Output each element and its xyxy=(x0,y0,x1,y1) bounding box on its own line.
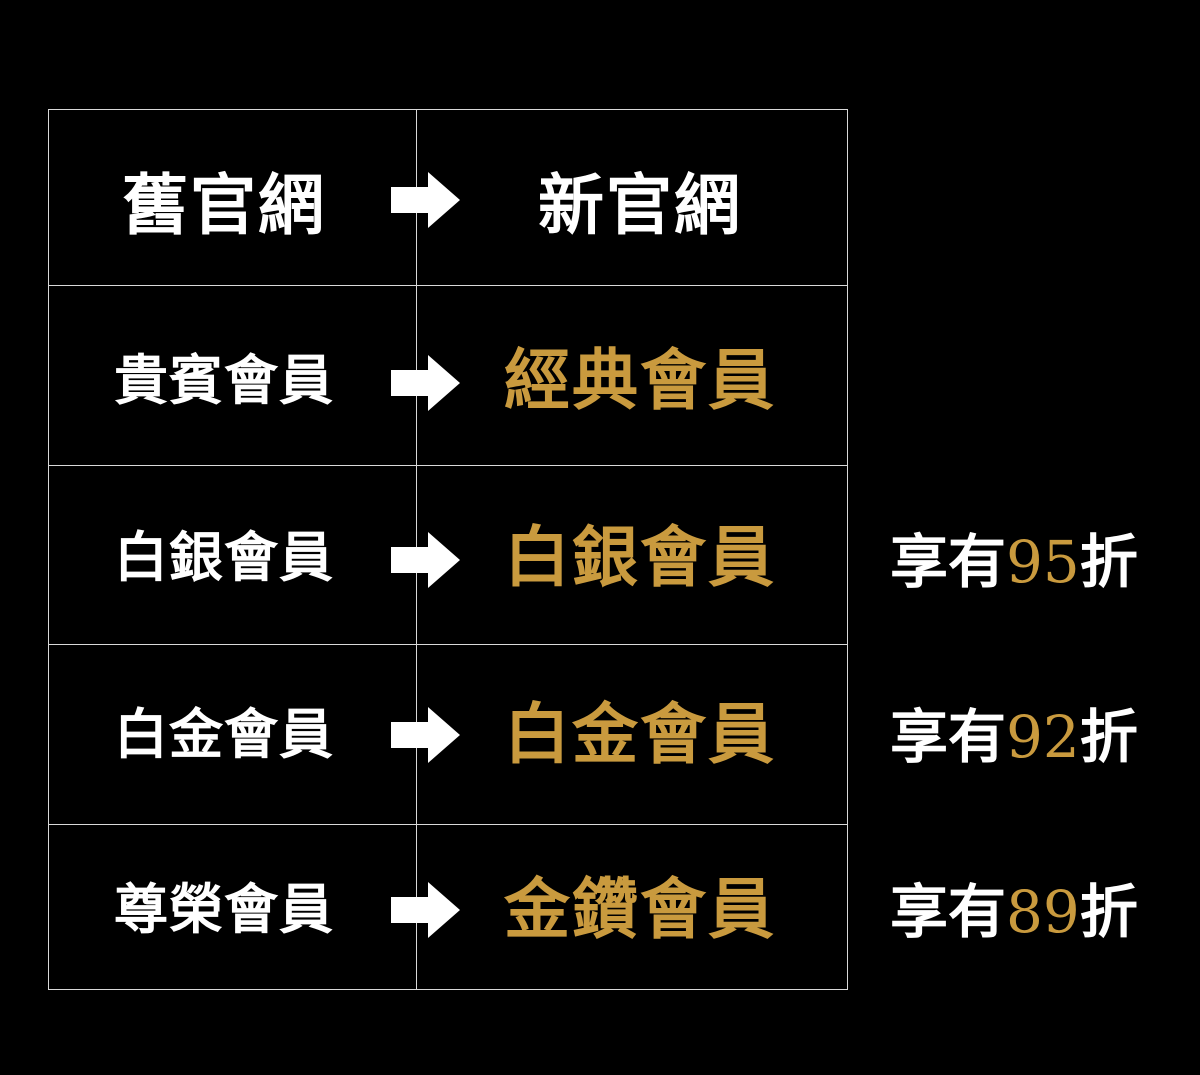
right-arrow-icon xyxy=(391,532,460,588)
right-arrow-icon xyxy=(391,707,460,763)
old-tier-vip: 貴賓會員 xyxy=(114,348,334,412)
row-divider xyxy=(49,465,847,466)
old-tier-honor: 尊榮會員 xyxy=(114,877,334,941)
old-site-label: 舊官網 xyxy=(122,166,326,244)
discount-prefix: 享有 xyxy=(890,703,1007,771)
discount-suffix: 折 xyxy=(1079,878,1138,946)
new-site-label: 新官網 xyxy=(538,166,742,244)
new-tier-classic: 經典會員 xyxy=(504,341,776,419)
row-divider xyxy=(49,285,847,286)
discount-prefix: 享有 xyxy=(890,878,1007,946)
new-tier-silver: 白銀會員 xyxy=(504,518,776,596)
row-divider xyxy=(49,824,847,825)
new-tier-diamond: 金鑽會員 xyxy=(504,870,776,948)
right-arrow-icon xyxy=(391,882,460,938)
new-tier-platinum: 白金會員 xyxy=(504,695,776,773)
discount-prefix: 享有 xyxy=(890,528,1007,596)
old-tier-platinum: 白金會員 xyxy=(114,702,334,766)
discount-number: 92 xyxy=(1006,703,1080,771)
row-divider xyxy=(49,644,847,645)
discount-suffix: 折 xyxy=(1079,528,1138,596)
discount-number: 95 xyxy=(1006,528,1080,596)
right-arrow-icon xyxy=(391,355,460,411)
discount-number: 89 xyxy=(1006,878,1080,946)
discount-suffix: 折 xyxy=(1079,703,1138,771)
right-arrow-icon xyxy=(391,172,460,228)
old-tier-silver: 白銀會員 xyxy=(114,525,334,589)
